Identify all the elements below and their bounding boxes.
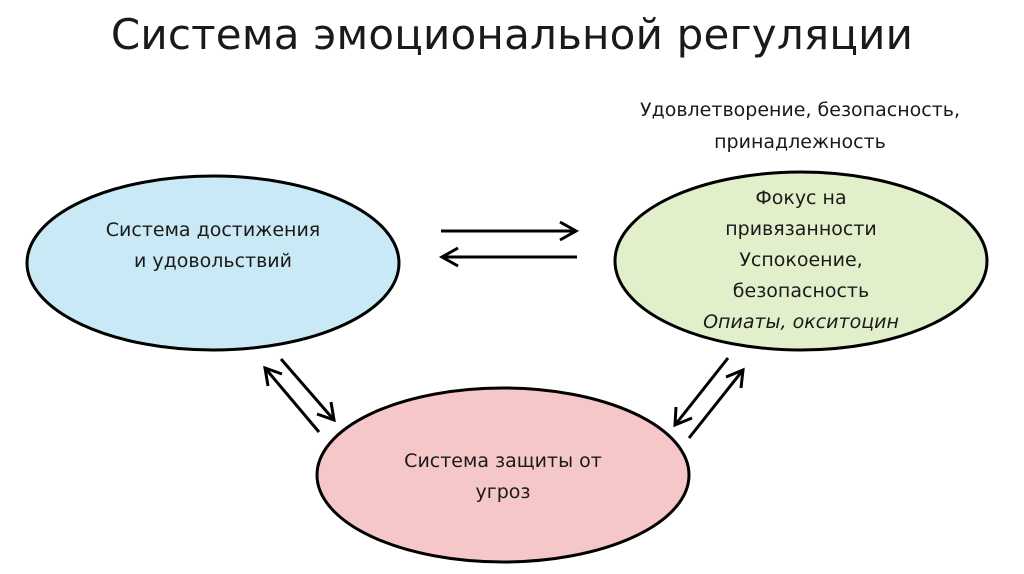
caption-line-2: принадлежность <box>714 131 886 153</box>
caption-line-1: Удовлетворение, безопасность, <box>640 99 960 121</box>
arrow-achievement-to-soothing <box>441 220 580 242</box>
arrow-threat-to-achievement <box>263 365 321 433</box>
threat-line-1: Система защиты от <box>404 450 602 472</box>
soothing-line-3: Успокоение, <box>739 249 863 271</box>
soothing-ellipse <box>613 170 989 352</box>
soothing-line-2: привязанности <box>725 218 877 240</box>
achievement-ellipse <box>25 174 401 352</box>
page-title: Система эмоциональной регуляции <box>110 10 914 59</box>
threat-line-2: угроз <box>475 481 531 503</box>
arrow-threat-to-soothing <box>687 367 745 439</box>
achievement-line-1: Система достижения <box>105 219 321 241</box>
soothing-line-1: Фокус на <box>755 187 847 209</box>
soothing-label: Фокус на привязанности Успокоение, безоп… <box>650 183 952 338</box>
achievement-label: Система достижения и удовольствий <box>60 215 366 277</box>
threat-label: Система защиты от угроз <box>353 446 653 508</box>
arrow-achievement-to-threat <box>279 358 336 423</box>
arrow-soothing-to-achievement <box>438 246 577 268</box>
arrow-soothing-to-threat <box>673 357 730 428</box>
soothing-line-4: безопасность <box>732 280 870 302</box>
achievement-line-2: и удовольствий <box>134 250 292 272</box>
soothing-italic-line: Опиаты, окситоцин <box>703 311 899 333</box>
threat-ellipse <box>315 386 691 564</box>
soothing-caption: Удовлетворение, безопасность, принадлежн… <box>600 94 1000 158</box>
